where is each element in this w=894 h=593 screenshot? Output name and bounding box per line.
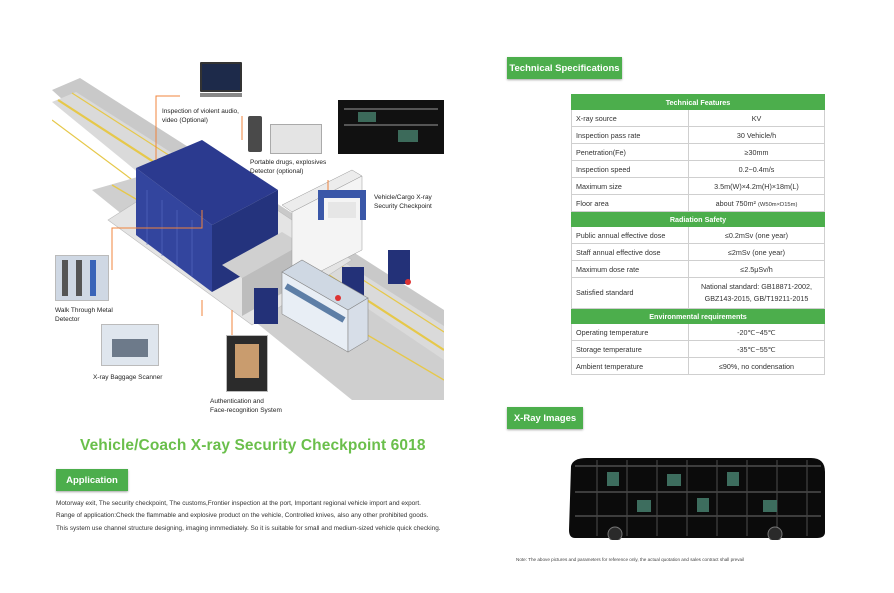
laptop-image [200, 62, 242, 98]
application-heading: Application [56, 469, 128, 491]
spec-table: Technical Features X-ray source KV Inspe… [571, 94, 825, 375]
row-label: Ambient temperature [571, 357, 689, 375]
row-value: -20℃~45℃ [688, 323, 825, 341]
callout-walk-through: Walk Through Metal Detector [55, 307, 113, 323]
row-value: 30 Vehicle/h [688, 126, 825, 144]
xray-images-heading: X-Ray Images [507, 407, 583, 429]
portable-detector-image [246, 114, 322, 156]
row-label: Staff annual effective dose [571, 243, 689, 261]
standard-line-1: National standard: GB18871-2002, [700, 282, 813, 291]
floor-area-note: (W50m×D15m) [757, 201, 798, 208]
row-value: 3.5m(W)×4.2m(H)×18m(L) [688, 177, 825, 195]
xray-bus-image [569, 458, 825, 540]
section-label: Technical Features [571, 94, 825, 110]
section-label: Radiation Safety [571, 211, 825, 227]
row-value: ≤90%, no condensation [688, 357, 825, 375]
row-label: Inspection speed [571, 160, 689, 178]
application-text: Motorway exit, The security checkpoint, … [56, 500, 441, 532]
row-value: ≤2.5μSv/h [688, 260, 825, 278]
row-value: ≤2mSv (one year) [688, 243, 825, 261]
callout-portable-detector: Portable drugs, explosives Detector (opt… [250, 159, 327, 175]
table-row: Floor area about 750m² (W50m×D15m) [571, 194, 825, 212]
bus-xray-thumbnail [338, 100, 444, 154]
row-label: Public annual effective dose [571, 226, 689, 244]
row-label: Inspection pass rate [571, 126, 689, 144]
table-row: X-ray source KV [571, 109, 825, 127]
callout-vehicle-checkpoint: Vehicle/Cargo X-ray Security Checkpoint [374, 194, 432, 210]
table-row: Inspection pass rate 30 Vehicle/h [571, 126, 825, 144]
table-row: Operating temperature -20℃~45℃ [571, 323, 825, 341]
table-row: Ambient temperature ≤90%, no condensatio… [571, 357, 825, 375]
standard-line-2: GBZ143-2015, GB/T19211-2015 [704, 294, 809, 303]
specs-heading-label: Technical Specifications [509, 62, 620, 74]
row-value: ≥30mm [688, 143, 825, 161]
callout-inspection: Inspection of violent audio, video (Opti… [162, 108, 239, 124]
table-row: Maximum size 3.5m(W)×4.2m(H)×18m(L) [571, 177, 825, 195]
baggage-scanner-image [101, 324, 159, 366]
specs-heading: Technical Specifications [507, 57, 622, 79]
row-label: X-ray source [571, 109, 689, 127]
table-row: Public annual effective dose ≤0.2mSv (on… [571, 226, 825, 244]
row-label: Storage temperature [571, 340, 689, 358]
row-value: ≤0.2mSv (one year) [688, 226, 825, 244]
disclaimer-note: Note: The above pictures and parameters … [516, 557, 745, 562]
row-value: KV [688, 109, 825, 127]
row-label: Maximum dose rate [571, 260, 689, 278]
checkpoint-gantry-image [314, 188, 370, 222]
table-row: Penetration(Fe) ≥30mm [571, 143, 825, 161]
row-label: Operating temperature [571, 323, 689, 341]
table-row: Satisfied standard National standard: GB… [571, 277, 825, 309]
xray-images-heading-label: X-Ray Images [513, 412, 577, 424]
row-label: Floor area [571, 194, 689, 212]
table-row: Storage temperature -35℃~55℃ [571, 340, 825, 358]
floor-area-value: about 750m² [715, 198, 756, 208]
row-label: Satisfied standard [571, 277, 689, 309]
section-label: Environmental requirements [571, 308, 825, 324]
walk-through-detector-image [55, 255, 109, 301]
callout-authentication: Authentication and Face-recognition Syst… [210, 398, 282, 414]
checkpoint-illustration [52, 78, 444, 400]
face-recognition-image [226, 335, 268, 392]
table-row: Staff annual effective dose ≤2mSv (one y… [571, 243, 825, 261]
row-label: Maximum size [571, 177, 689, 195]
row-value: 0.2~0.4m/s [688, 160, 825, 178]
table-row: Inspection speed 0.2~0.4m/s [571, 160, 825, 178]
row-value: about 750m² (W50m×D15m) [688, 194, 825, 212]
section-environmental: Environmental requirements [571, 308, 825, 324]
callout-baggage-scanner: X-ray Baggage Scanner [93, 374, 163, 381]
row-value: National standard: GB18871-2002, GBZ143-… [688, 277, 825, 309]
section-technical-features: Technical Features [571, 94, 825, 110]
section-radiation-safety: Radiation Safety [571, 211, 825, 227]
application-heading-label: Application [66, 474, 118, 486]
row-value: -35℃~55℃ [688, 340, 825, 358]
table-row: Maximum dose rate ≤2.5μSv/h [571, 260, 825, 278]
row-label: Penetration(Fe) [571, 143, 689, 161]
page-title: Vehicle/Coach X-ray Security Checkpoint … [80, 437, 426, 454]
